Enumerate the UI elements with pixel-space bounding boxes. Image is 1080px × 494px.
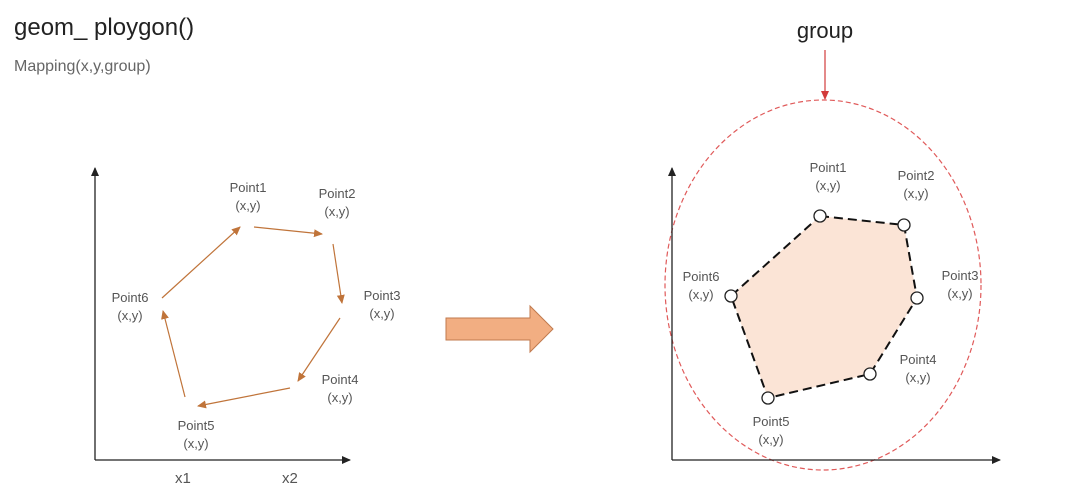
left-point3-coord: (x,y)	[369, 306, 394, 321]
x-tick-x2: x2	[282, 470, 298, 487]
right-point4-coord: (x,y)	[905, 370, 930, 385]
left-point1-coord: (x,y)	[235, 198, 260, 213]
right-point6-coord: (x,y)	[688, 287, 713, 302]
right-point2-marker	[897, 218, 911, 232]
right-point1-coord: (x,y)	[815, 178, 840, 193]
right-point2-name: Point2	[898, 168, 935, 183]
left-point2-coord: (x,y)	[324, 204, 349, 219]
left-point2-name: Point2	[319, 186, 356, 201]
left-point6-coord: (x,y)	[117, 308, 142, 323]
left-point6-name: Point6	[112, 290, 149, 305]
right-point2-coord: (x,y)	[903, 186, 928, 201]
right-point6-marker	[724, 289, 738, 303]
path-arrow-6-1	[161, 226, 241, 299]
left-point5-name: Point5	[178, 418, 215, 433]
group-ellipse	[664, 99, 982, 471]
group-polygon	[730, 215, 918, 399]
right-point5-marker	[761, 391, 775, 405]
right-point3-marker	[910, 291, 924, 305]
left-point4-name: Point4	[322, 372, 359, 387]
right-point4-marker	[863, 367, 877, 381]
path-arrow-5-6	[161, 310, 186, 398]
left-point5-coord: (x,y)	[183, 436, 208, 451]
path-arrow-4-5	[197, 387, 291, 409]
left-axes	[91, 167, 351, 464]
left-point4-coord: (x,y)	[327, 390, 352, 405]
transition-arrow	[445, 304, 554, 354]
path-arrow-3-4	[297, 317, 341, 382]
left-point3-name: Point3	[364, 288, 401, 303]
left-point1-name: Point1	[230, 180, 267, 195]
x-tick-x1: x1	[175, 470, 191, 487]
right-point6-name: Point6	[683, 269, 720, 284]
right-point3-name: Point3	[942, 268, 979, 283]
path-arrow-1-2	[253, 226, 323, 238]
right-point1-name: Point1	[810, 160, 847, 175]
point-path-arrows	[161, 226, 345, 409]
right-point1-marker	[813, 209, 827, 223]
right-point5-name: Point5	[753, 414, 790, 429]
right-point3-coord: (x,y)	[947, 286, 972, 301]
page-title: geom_ ploygon()	[14, 14, 195, 41]
path-arrow-2-3	[332, 243, 345, 304]
page-subtitle: Mapping(x,y,group)	[14, 58, 151, 75]
group-label: group	[797, 18, 853, 43]
right-point4-name: Point4	[900, 352, 937, 367]
right-point5-coord: (x,y)	[758, 432, 783, 447]
right-axes	[668, 167, 1001, 464]
